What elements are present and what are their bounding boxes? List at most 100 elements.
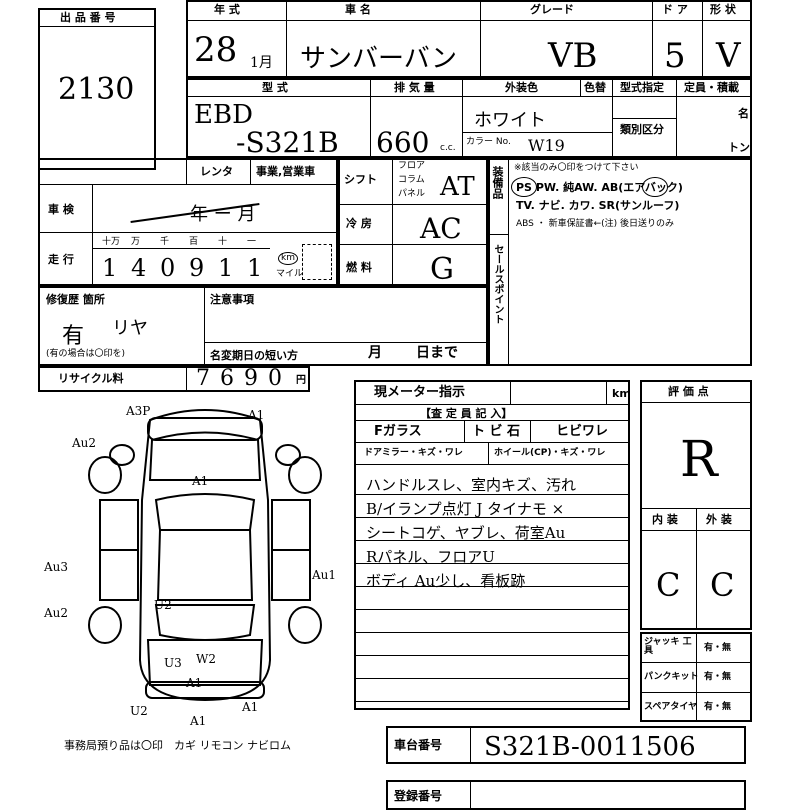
sales-point-label: セールスポイント xyxy=(492,244,503,324)
rename-label: 名変期日の短い方 xyxy=(210,349,298,362)
divider xyxy=(606,380,607,404)
color-no-value: W19 xyxy=(528,136,565,155)
score-label: 評 価 点 xyxy=(668,385,709,398)
inspector-title: 【査 定 員 記 入】 xyxy=(420,407,513,420)
damage-mark: A1 xyxy=(192,474,209,488)
interior-value: C xyxy=(656,566,681,604)
divider xyxy=(38,232,338,233)
shift-column: コラム xyxy=(398,175,425,185)
recycle-digit: 7 xyxy=(196,366,210,391)
meter-unit: km xyxy=(612,387,631,400)
exterior-label: 外 装 xyxy=(706,513,732,526)
chassis-value: S321B-0011506 xyxy=(484,732,696,762)
rename-month: 月 xyxy=(368,345,382,361)
divider xyxy=(696,632,697,722)
rent-label: レンタ xyxy=(200,165,233,178)
inspector-box xyxy=(354,380,630,710)
equipment-box xyxy=(488,158,752,366)
divider xyxy=(204,286,205,366)
grade-value: VB xyxy=(548,36,598,76)
inspection-value: 年 ー 月 xyxy=(190,204,256,225)
repair-value: 有 xyxy=(62,324,85,349)
inspector-note: ボディ Au少し、看板跡 xyxy=(366,572,526,590)
note-rule xyxy=(356,655,630,656)
divider xyxy=(470,726,471,764)
inspector-note: ハンドルスレ、室内キズ、汚れ xyxy=(366,476,577,494)
divider xyxy=(508,158,509,366)
damage-mark: U2 xyxy=(130,704,148,718)
vehicle-box xyxy=(186,0,752,78)
mile-label: マイル xyxy=(276,269,304,279)
car-tailgate xyxy=(146,639,264,686)
mileage-digit: 0 xyxy=(160,254,176,282)
lot-label: 出 品 番 号 xyxy=(60,11,116,24)
color-label: 外装色 xyxy=(505,81,538,94)
car-windshield xyxy=(154,493,256,531)
tons-unit: トン xyxy=(728,141,750,154)
inspector-note: シートコゲ、ヤブレ、荷室Au xyxy=(366,524,566,542)
mileage-digit-label: 十 xyxy=(218,237,228,247)
damage-mark: A3P xyxy=(126,404,151,418)
recycle-box xyxy=(38,366,310,392)
year-value: 28 xyxy=(194,30,238,70)
registration-label: 登録番号 xyxy=(394,789,443,803)
divider xyxy=(488,234,508,235)
divider xyxy=(186,158,187,184)
chassis-label: 車台番号 xyxy=(394,738,443,752)
spare-label: スペアタイヤ xyxy=(644,702,698,712)
shift-panel: パネル xyxy=(398,189,426,199)
mileage-digit: 4 xyxy=(131,254,147,282)
wheel-front-left xyxy=(88,456,122,494)
car-diagram xyxy=(88,409,322,702)
spare-option[interactable]: 有・無 xyxy=(704,702,732,712)
front-door-right xyxy=(275,444,301,466)
car-name-value: サンバーバン xyxy=(300,44,458,74)
ac-value: AC xyxy=(420,212,462,245)
name-label: 車 名 xyxy=(345,3,371,16)
damage-mark: A1 xyxy=(190,714,207,728)
shift-floor: フロア xyxy=(398,161,426,171)
front-bumper xyxy=(147,417,263,441)
equipment-line-2: TV. ナビ. カワ. SR(サンルーフ) xyxy=(516,199,680,212)
model-box xyxy=(186,78,752,158)
jack-option[interactable]: 有・無 xyxy=(704,643,732,653)
exterior-value: C xyxy=(710,566,735,604)
divider xyxy=(640,402,752,403)
car-roof xyxy=(156,529,254,601)
damage-mark: U3 xyxy=(164,656,182,670)
score-value: R xyxy=(680,430,718,488)
door-label: ド ア xyxy=(662,3,688,16)
mile-checkbox[interactable] xyxy=(302,244,332,280)
wheel-rear-right xyxy=(288,606,322,644)
lot-divider xyxy=(38,26,156,27)
note-rule xyxy=(356,517,630,518)
repair-note: (有の場合は〇印を) xyxy=(46,349,126,359)
grade-label: グレード xyxy=(530,3,574,16)
specs-box xyxy=(338,158,488,286)
recycle-unit: 円 xyxy=(296,375,306,386)
note-rule xyxy=(356,678,630,679)
divider xyxy=(580,78,581,96)
puncture-option[interactable]: 有・無 xyxy=(704,672,732,682)
divider xyxy=(392,158,393,286)
side-left xyxy=(99,499,139,601)
divider xyxy=(286,0,287,78)
divider xyxy=(92,248,270,249)
inspector-note: B/イランプ点灯 J タイナモ × xyxy=(366,500,565,518)
damage-mark: U2 xyxy=(154,598,172,612)
model-label: 型 式 xyxy=(262,81,288,94)
divider xyxy=(462,78,463,158)
designation-label: 型式指定 xyxy=(620,81,664,94)
damage-mark: Au3 xyxy=(44,560,69,574)
color-no-label: カラー No. xyxy=(466,137,511,147)
wheel-front-right xyxy=(288,456,322,494)
diagram-footer: 事務局預り品は〇印 カギ リモコン ナビロム xyxy=(64,739,291,752)
model-code: -S321B xyxy=(236,126,339,159)
fuel-value: G xyxy=(430,252,454,287)
cc-value: 660 xyxy=(376,126,430,159)
side-right xyxy=(271,499,311,601)
repair-location: リヤ xyxy=(112,318,148,339)
shift-value: AT xyxy=(440,172,475,202)
mileage-digit: 1 xyxy=(102,254,118,282)
class-label: 類別区分 xyxy=(620,123,664,136)
